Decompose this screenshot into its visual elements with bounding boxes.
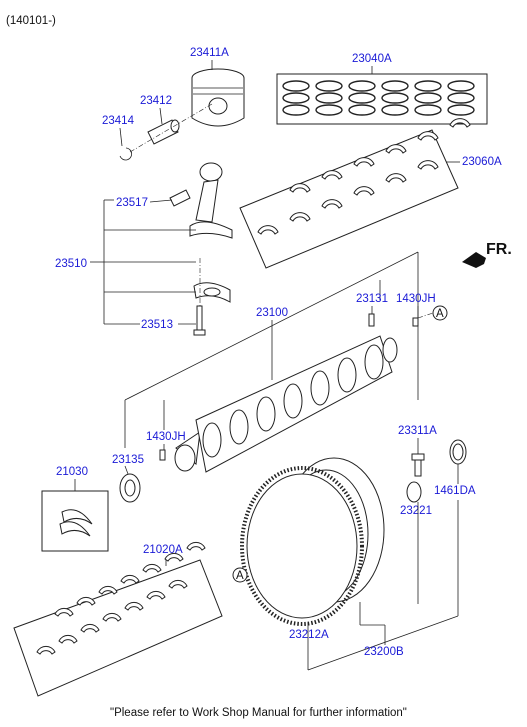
direction-label: FR.: [486, 241, 512, 258]
rod-cap-icon: [193, 282, 231, 303]
ref-mark-bottom: A: [236, 570, 244, 582]
snap-ring-icon: [119, 147, 132, 161]
front-arrow-icon: [462, 252, 486, 268]
ref-circle-a-bottom: [232, 567, 248, 583]
label-23412: 23412: [140, 95, 172, 107]
label-23517: 23517: [116, 197, 148, 209]
label-23311A: 23311A: [398, 425, 437, 437]
piston-ring-set-icon: [276, 73, 488, 125]
label-23411A: 23411A: [190, 47, 229, 59]
ring-gear-icon: [240, 466, 364, 626]
footer-note: "Please refer to Work Shop Manual for fu…: [110, 707, 407, 719]
crankshaft-icon: [174, 335, 398, 473]
ring-seal-icon: [449, 439, 467, 465]
rod-bushing-icon: [169, 189, 191, 207]
pin-icon: [368, 313, 419, 327]
label-23040A: 23040A: [352, 53, 392, 65]
connecting-rod-icon: [189, 162, 233, 239]
label-23414: 23414: [102, 115, 135, 127]
header-code: (140101-): [6, 15, 56, 27]
main-bearing-set-icon: [13, 541, 223, 697]
label-23060A: 23060A: [462, 156, 502, 168]
thrust-bearing-icon: [41, 490, 109, 552]
label-23510: 23510: [55, 258, 87, 270]
piston-icon: [191, 68, 245, 127]
piston-pin-icon: [147, 119, 180, 145]
label-1430JH-left: 1430JH: [146, 431, 186, 443]
label-21030: 21030: [56, 466, 88, 478]
label-23200B: 23200B: [364, 646, 404, 658]
label-23135: 23135: [112, 454, 144, 466]
dowel-pin-icon: [159, 449, 166, 461]
label-23212A: 23212A: [289, 629, 329, 641]
rod-bolt-icon: [193, 305, 206, 336]
ref-circle-a-top: [432, 305, 448, 321]
ref-mark-top: A: [436, 308, 444, 320]
label-23131: 23131: [356, 293, 388, 305]
flywheel-bolt-icon: [411, 453, 425, 477]
oil-seal-icon: [119, 473, 141, 503]
label-1461DA: 1461DA: [434, 485, 476, 497]
label-23513: 23513: [141, 319, 173, 331]
pilot-bearing-icon: [406, 481, 422, 503]
conrod-bearing-set-icon: [239, 118, 471, 269]
label-1430JH-top: 1430JH: [396, 293, 436, 305]
label-23100: 23100: [256, 307, 288, 319]
label-23221: 23221: [400, 505, 432, 517]
